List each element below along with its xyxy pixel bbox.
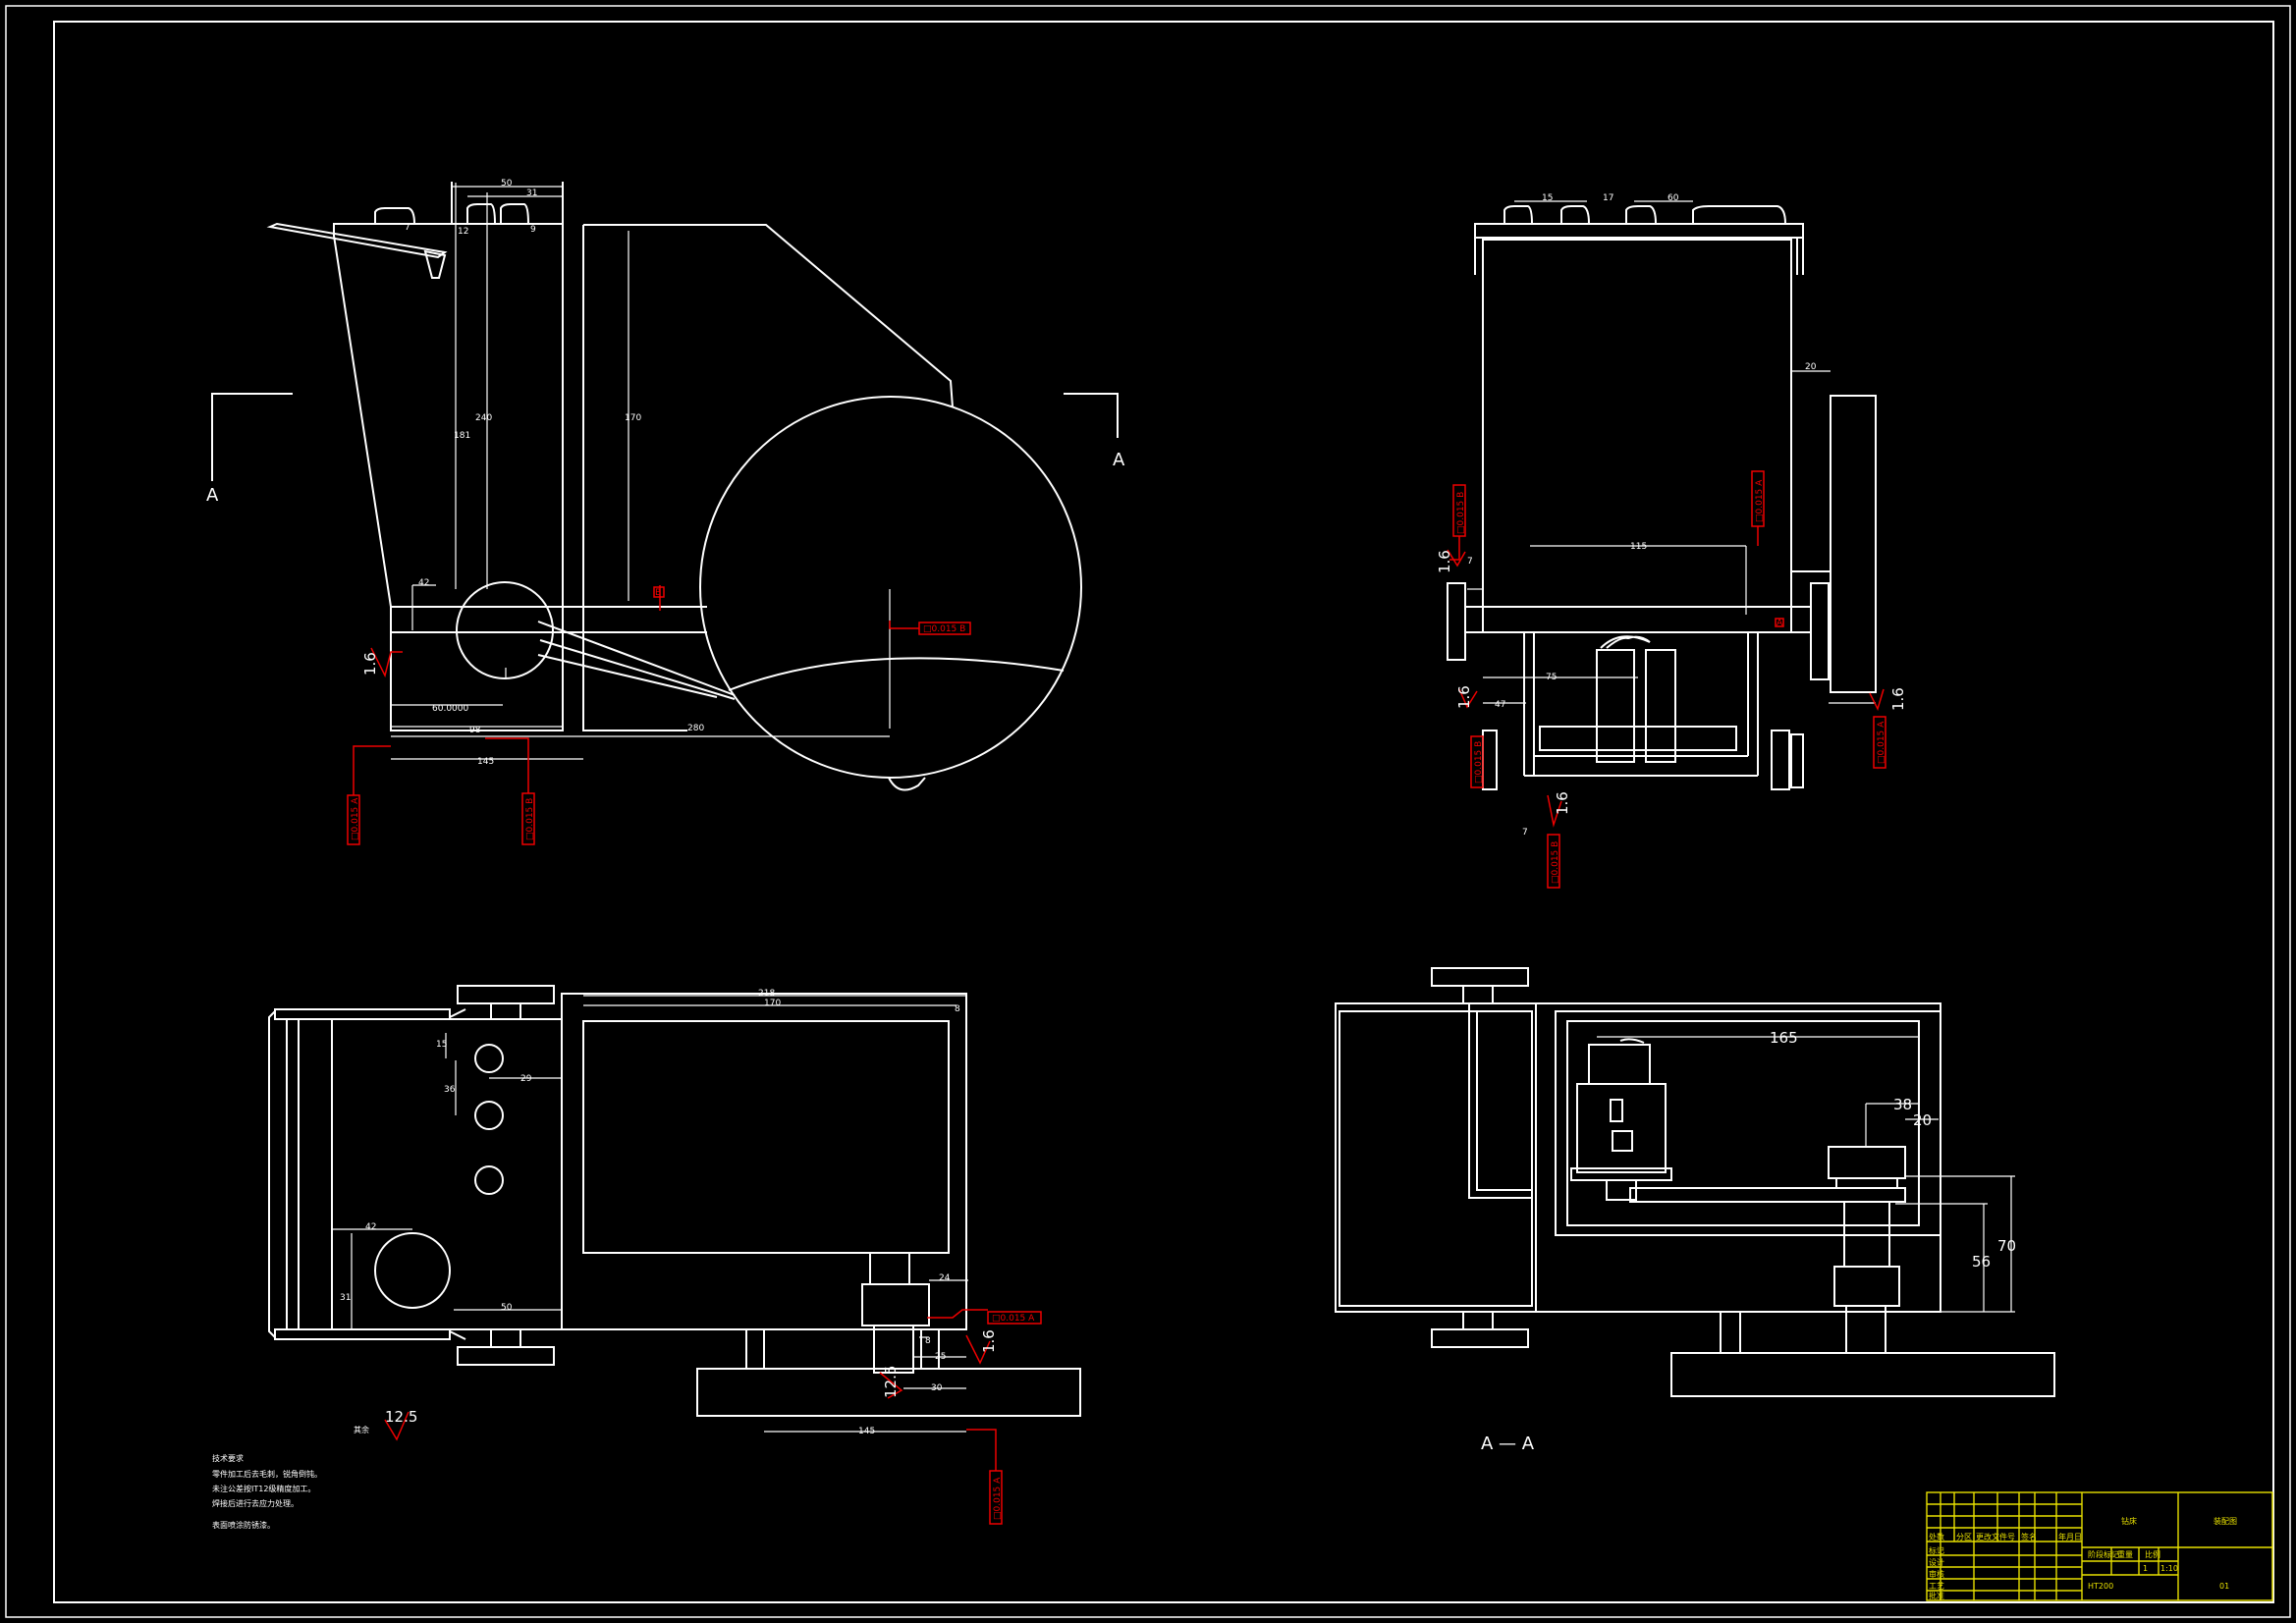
svg-text:审核: 审核 [1929,1569,1944,1579]
svg-text:181: 181 [454,431,470,441]
svg-text:165: 165 [1770,1029,1798,1047]
svg-text:8: 8 [925,1336,931,1346]
section-cut-label-right: A [1113,450,1125,470]
svg-text:□0.015 B: □0.015 B [1474,741,1484,784]
svg-text:批准: 批准 [1929,1591,1944,1600]
technical-notes-line: 焊接后进行去应力处理。 [212,1498,299,1508]
svg-text:A: A [1777,619,1783,628]
inner-border [53,21,2274,1603]
svg-text:年月日: 年月日 [2058,1532,2082,1542]
title-material: HT200 [2088,1582,2113,1591]
svg-text:50: 50 [501,1303,513,1313]
svg-text:36: 36 [444,1085,456,1095]
front-view: A A [206,179,1125,845]
title-drawing-type: 装配图 [2214,1516,2237,1526]
svg-text:7: 7 [1467,557,1473,567]
technical-notes-line: 零件加工后去毛刺，锐角倒钝。 [212,1469,322,1479]
side-view: 15 17 60 20 115 75 47 [1436,193,1907,889]
svg-text:50: 50 [501,179,513,189]
svg-text:处数: 处数 [1929,1532,1944,1542]
svg-text:20: 20 [1805,362,1817,372]
svg-text:56: 56 [1972,1253,1991,1271]
svg-text:更改文件号: 更改文件号 [1976,1532,2015,1542]
svg-text:9: 9 [530,225,536,235]
svg-text:170: 170 [625,413,641,423]
svg-text:□0.015 A: □0.015 A [992,1314,1035,1324]
section-view: 165 38 20 56 70 A — A [1335,967,2055,1454]
svg-text:218: 218 [758,989,775,999]
svg-text:20: 20 [1913,1111,1932,1129]
plan-view: 218 170 8 15 36 29 42 31 50 24 8 25 30 1… [212,985,1081,1530]
svg-text:1.6: 1.6 [980,1329,998,1353]
section-cut-label-left: A [206,485,219,506]
svg-text:比例: 比例 [2145,1549,2160,1559]
title-drawing-number: 01 [2219,1582,2229,1591]
svg-text:签名: 签名 [2021,1532,2037,1542]
svg-text:115: 115 [1630,542,1647,552]
surface-finish-other: 12.5 [385,1408,417,1426]
svg-text:17: 17 [1603,193,1613,203]
section-cut-marker-right [1064,393,1119,438]
title-scale: 1:10 [2160,1564,2178,1573]
title-quantity: 1 [2143,1564,2148,1573]
svg-text:7: 7 [1522,828,1528,838]
svg-text:□0.015 A: □0.015 A [993,1477,1003,1520]
outer-border [5,5,2291,1618]
title-part-name: 钻床 [2121,1516,2137,1526]
svg-text:240: 240 [475,413,492,423]
svg-text:24: 24 [939,1273,951,1283]
svg-text:145: 145 [477,757,494,767]
technical-notes-line: 表面喷涂防锈漆。 [212,1520,275,1530]
svg-text:98: 98 [469,726,481,735]
svg-text:□0.015 A: □0.015 A [1877,721,1886,764]
svg-text:□0.015 B: □0.015 B [1551,841,1560,884]
svg-text:1.6: 1.6 [1436,550,1453,573]
svg-text:15: 15 [1542,193,1553,203]
svg-text:70: 70 [1997,1237,2016,1255]
svg-text:47: 47 [1495,700,1505,710]
svg-text:60.0000: 60.0000 [432,704,468,714]
svg-text:□0.015 B: □0.015 B [923,624,965,634]
remaining-label: 其余 [354,1425,369,1434]
svg-text:1.6: 1.6 [1889,687,1907,711]
svg-text:1.6: 1.6 [361,652,379,676]
svg-text:□0.015 A: □0.015 A [1755,479,1765,522]
svg-text:分区: 分区 [1956,1533,1972,1542]
section-cut-marker-left [211,393,293,481]
svg-text:42: 42 [418,578,429,588]
svg-text:设计: 设计 [1929,1557,1944,1567]
svg-text:145: 145 [858,1427,875,1436]
technical-notes-line: 未注公差按IT12级精度加工。 [212,1484,315,1493]
svg-text:25: 25 [935,1352,946,1362]
svg-text:1.6: 1.6 [1455,685,1473,709]
svg-text:75: 75 [1546,673,1557,682]
svg-text:B: B [655,588,661,598]
svg-text:12.5: 12.5 [882,1366,900,1398]
svg-text:□0.015 B: □0.015 B [525,798,535,840]
svg-text:31: 31 [526,189,537,198]
svg-text:60: 60 [1667,193,1679,203]
svg-text:1.6: 1.6 [1554,791,1571,815]
svg-text:38: 38 [1893,1096,1912,1113]
svg-text:42: 42 [365,1222,376,1232]
svg-text:15: 15 [436,1040,447,1050]
svg-text:29: 29 [520,1074,532,1084]
svg-text:阶段标记: 阶段标记 [2088,1549,2119,1559]
svg-text:□0.015 B: □0.015 B [1456,492,1466,534]
svg-text:7: 7 [405,223,410,233]
technical-notes-heading: 技术要求 [212,1453,244,1463]
svg-text:170: 170 [764,999,781,1008]
svg-text:重量: 重量 [2117,1549,2133,1559]
svg-text:□0.015 A: □0.015 A [351,797,360,840]
svg-text:30: 30 [931,1383,943,1393]
section-view-title: A — A [1481,1434,1535,1454]
svg-text:工艺: 工艺 [1929,1582,1944,1591]
svg-text:31: 31 [340,1293,351,1303]
svg-text:12: 12 [458,227,468,237]
svg-text:标记: 标记 [1929,1545,1944,1555]
title-block: 钻床 装配图 01 1:10 1 HT200 阶段标记 重量 比例 处数 分区 … [1926,1491,2273,1601]
svg-text:8: 8 [955,1004,960,1014]
svg-text:280: 280 [687,724,704,733]
